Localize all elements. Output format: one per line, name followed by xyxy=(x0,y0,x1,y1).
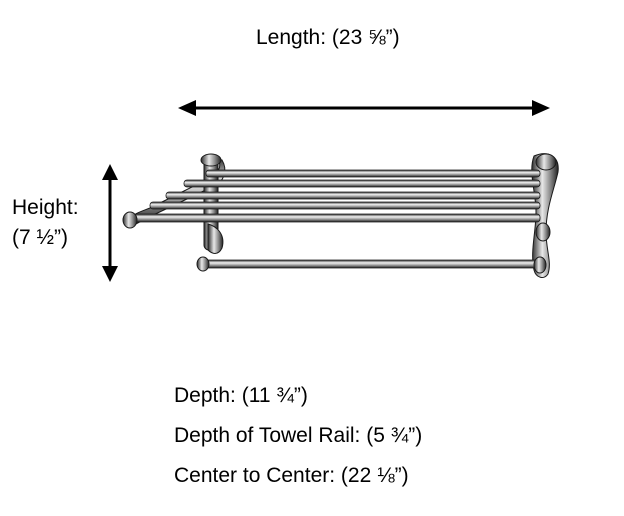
length-arrow xyxy=(178,100,550,116)
height-dimension-label: Height: xyxy=(12,196,79,219)
towel-rail-depth-label: Depth of Towel Rail: (5 ¾”) xyxy=(174,424,423,447)
height-dimension-value: (7 ½”) xyxy=(12,226,69,249)
height-arrow xyxy=(102,164,118,282)
center-to-center-label: Center to Center: (22 ⅛”) xyxy=(174,464,409,487)
towel-rack-illustration xyxy=(122,153,559,278)
length-dimension-label: Length: (23 ⅝”) xyxy=(256,26,400,49)
depth-dimension-label: Depth: (11 ¾”) xyxy=(174,384,308,407)
